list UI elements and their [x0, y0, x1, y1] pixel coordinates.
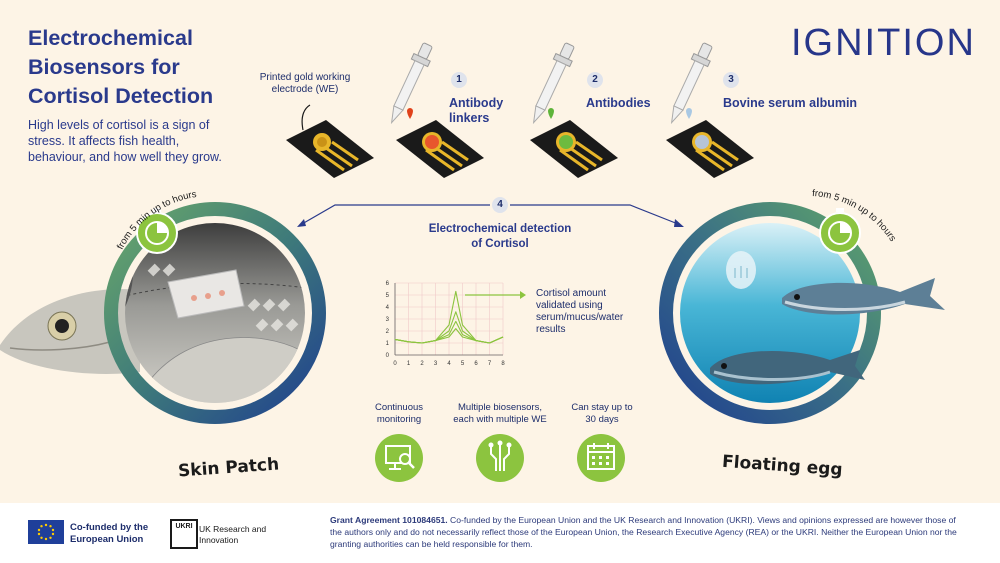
chart-x-tick-label: 7: [488, 361, 492, 367]
eu-funding-text: Co-funded by the European Union: [70, 522, 149, 545]
feature-label-duration: Can stay up to 30 days: [571, 402, 633, 425]
intro-text: High levels of cortisol is a sign of str…: [28, 118, 222, 164]
main-diagram: from 5 min up to hours from 5 min up to …: [0, 42, 945, 482]
ukri-text: UK Research and Innovation: [199, 524, 267, 545]
fish-lower: [710, 350, 865, 385]
page-title: Electrochemical Biosensors for Cortisol …: [28, 26, 214, 108]
ignition-logo: IGNITION: [791, 22, 976, 72]
chart-note: Cortisol amount validated using serum/mu…: [536, 288, 624, 335]
grant-agreement-bold: Grant Agreement 101084651.: [330, 515, 448, 525]
chart-x-tick-label: 0: [393, 361, 397, 367]
step-1-label: Antibody linkers: [449, 96, 504, 125]
eu-flag-icon: [28, 520, 64, 544]
electrode-label: Printed gold working electrode (WE): [259, 72, 351, 95]
chart-y-tick-label: 0: [386, 353, 390, 359]
chart-y-tick-label: 2: [386, 329, 390, 335]
chart-x-tick-label: 6: [474, 361, 478, 367]
step-2-number: 2: [587, 72, 603, 88]
electrode-chip-bare: [286, 120, 374, 178]
cortisol-chart: 0 1 2 3 4 5 6 7 8 0 1 2 3 4 5 6: [386, 281, 506, 367]
monitor-magnifier-icon: [375, 434, 423, 482]
electrode-chip-step-3: [666, 120, 754, 178]
circuit-icon: [476, 434, 524, 482]
arrow-head-left: [297, 219, 306, 227]
ukri-logo: UKRI: [170, 519, 198, 549]
chart-y-tick-label: 5: [386, 293, 390, 299]
drop-icon-1: [407, 108, 413, 119]
chart-x-tick-label: 4: [447, 361, 451, 367]
logo-text: IGNITION: [791, 22, 976, 62]
electrode-pointer: [301, 104, 311, 131]
chart-series-line: [394, 328, 504, 344]
electrode-chip-step-1: [396, 120, 484, 178]
pipette-icon: [390, 42, 433, 125]
chart-y-tick-label: 6: [386, 281, 390, 287]
grant-agreement-text: Co-funded by the European Union and the …: [330, 515, 957, 549]
step-2-label: Antibodies: [586, 96, 651, 110]
arrow-to-skin-patch: [301, 204, 490, 225]
drop-icon-3: [686, 108, 692, 119]
footer: [0, 503, 1000, 563]
chart-pointer-arrow-head: [520, 291, 526, 299]
pipette-icon: [532, 42, 575, 125]
pipette-icon: [670, 42, 713, 125]
step-4-number: 4: [492, 197, 508, 213]
detection-label: Electrochemical detection of Cortisol: [428, 223, 572, 250]
chart-x-tick-label: 3: [434, 361, 438, 367]
feature-label-continuous: Continuous monitoring: [374, 402, 424, 425]
step-1-number: 1: [451, 72, 467, 88]
timer-icon-right: [819, 208, 861, 254]
chart-x-tick-label: 2: [420, 361, 424, 367]
step-3-number: 3: [723, 72, 739, 88]
grant-disclaimer: Grant Agreement 101084651. Co-funded by …: [330, 514, 970, 550]
feature-label-multiple: Multiple biosensors, each with multiple …: [453, 402, 547, 425]
step-3-label: Bovine serum albumin: [723, 96, 858, 110]
calendar-icon: [577, 434, 625, 482]
chart-y-tick-label: 3: [386, 317, 390, 323]
ignition-logo-svg: IGNITION: [791, 22, 976, 64]
electrode-chip-step-2: [530, 120, 618, 178]
chart-y-tick-label: 1: [386, 341, 390, 347]
arrow-to-floating-egg: [510, 204, 679, 225]
timer-icon-left: [136, 208, 178, 254]
floating-egg-circle: [659, 202, 945, 424]
chart-y-tick-label: 4: [386, 305, 390, 311]
fish-upper-right: [782, 278, 945, 315]
arrow-head-right: [674, 219, 684, 227]
chart-x-tick-label: 8: [501, 361, 505, 367]
chart-x-tick-label: 1: [407, 361, 411, 367]
drop-icon-2: [548, 108, 554, 119]
chart-x-tick-label: 5: [461, 361, 465, 367]
